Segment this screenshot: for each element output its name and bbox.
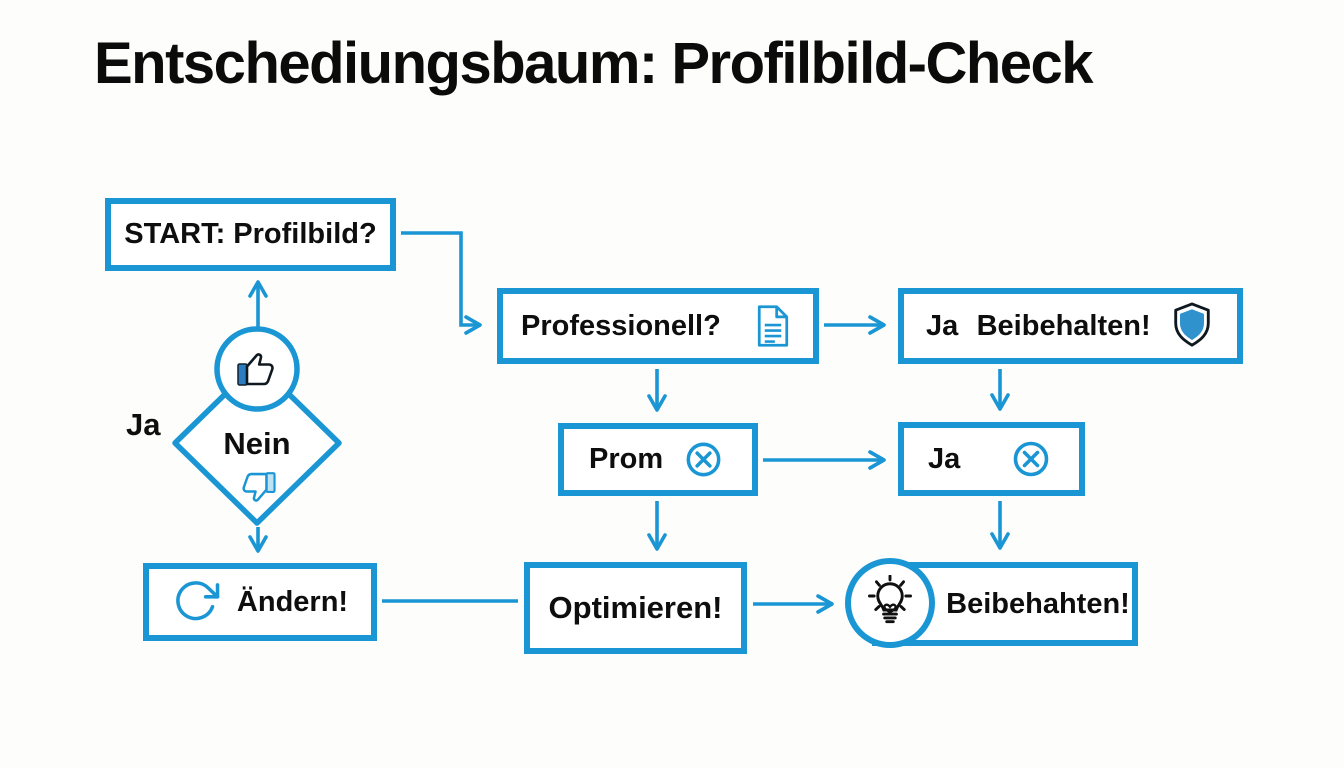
node-ja-beibehalten-label: Beibehalten! [976,309,1151,342]
document-icon [751,302,795,350]
circle-x-icon [680,436,727,483]
node-ja-x: Ja [898,422,1085,496]
node-optimieren-label: Optimieren! [548,590,723,625]
node-start: START: Profilbild? [105,198,396,271]
thumbs-down-icon [236,466,279,509]
node-start-label: START: Profilbild? [124,218,377,250]
node-aendern: Ändern! [143,563,377,641]
lightbulb-badge [845,558,935,648]
node-optimieren: Optimieren! [524,562,747,654]
thumbs-up-icon [233,345,281,393]
page-title: Entschediungsbaum: Profilbild-Check [94,31,1094,96]
shield-icon [1169,301,1215,351]
lightbulb-icon [862,575,918,631]
node-professionell: Professionell? [497,288,819,364]
node-ja-beibehalten: Ja Beibehalten! [898,288,1243,364]
refresh-icon [172,577,222,627]
decision-label-nein: Nein [223,426,291,461]
node-aendern-label: Ändern! [236,585,349,618]
node-prom-label: Prom [589,443,664,475]
branch-label-ja: Ja [126,407,161,442]
node-professionell-label: Professionell? [521,309,721,342]
edge-start-to-professionell [401,231,482,335]
node-ja-beibehalten-prefix: Ja [926,309,959,342]
node-ja-x-label: Ja [928,442,961,475]
node-beibehahten-label: Beibehahten! [946,587,1130,620]
circle-x-icon [1007,435,1055,483]
node-prom: Prom [558,423,758,496]
